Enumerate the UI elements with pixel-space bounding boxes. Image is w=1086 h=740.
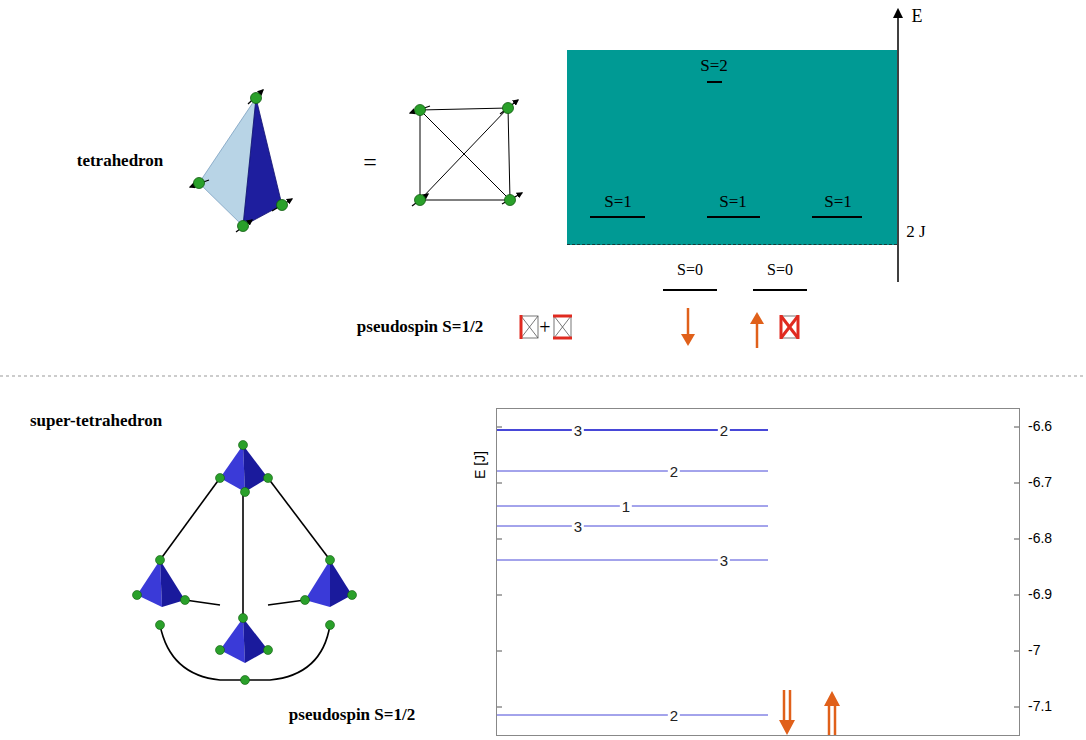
equals-sign: = xyxy=(363,149,377,175)
plus-sign: + xyxy=(539,316,550,338)
gap-label: 2 J xyxy=(906,223,925,242)
separator xyxy=(0,376,1086,377)
pseudospin-label: pseudospin S=1/2 xyxy=(289,706,415,725)
pseudospin-arrows xyxy=(779,690,840,736)
pseudospin-icons xyxy=(521,308,798,348)
tick-label: -7.1 xyxy=(1028,699,1052,714)
tick-label: -6.7 xyxy=(1028,475,1052,490)
spectrum-band: S=2S=1 S=1 S=1 xyxy=(567,50,897,245)
spin-label: S=0 xyxy=(677,261,703,279)
spectrum-plot: 3 2 2 1 3 3 2 xyxy=(496,408,1020,736)
degeneracy-number: 3 xyxy=(572,423,584,439)
spin-label: S=1 xyxy=(822,193,854,211)
axis-ticks xyxy=(497,427,1019,707)
tick-label: -7 xyxy=(1028,643,1040,658)
degeneracy-number: 2 xyxy=(718,423,730,439)
degeneracy-number: 2 xyxy=(668,464,680,480)
tick-label: -6.8 xyxy=(1028,531,1052,546)
super-tetrahedron-figure xyxy=(133,441,357,685)
tick-label: -6.6 xyxy=(1028,419,1052,434)
level-lines xyxy=(663,289,807,291)
tick-label: -6.9 xyxy=(1028,587,1052,602)
spin-label: S=0 xyxy=(767,261,793,279)
degeneracy-number: 1 xyxy=(620,499,632,515)
degeneracy-number: 3 xyxy=(718,553,730,569)
pseudospin-label: pseudospin S=1/2 xyxy=(357,318,483,337)
spin-label: S=1 xyxy=(717,193,749,211)
tetrahedron-figure xyxy=(190,90,292,232)
axis-label: E [J] xyxy=(473,451,488,479)
figure-label: tetrahedron xyxy=(77,152,164,171)
figure-label: super-tetrahedron xyxy=(30,412,162,431)
spin-label: S=1 xyxy=(602,193,634,211)
energy-axis xyxy=(897,10,899,282)
degeneracy-number: 3 xyxy=(572,519,584,535)
energy-levels xyxy=(497,430,768,715)
square-figure xyxy=(410,100,522,206)
degeneracy-number: 2 xyxy=(668,708,680,724)
axis-label: E xyxy=(912,7,923,27)
spin-label: S=2 xyxy=(698,57,730,75)
